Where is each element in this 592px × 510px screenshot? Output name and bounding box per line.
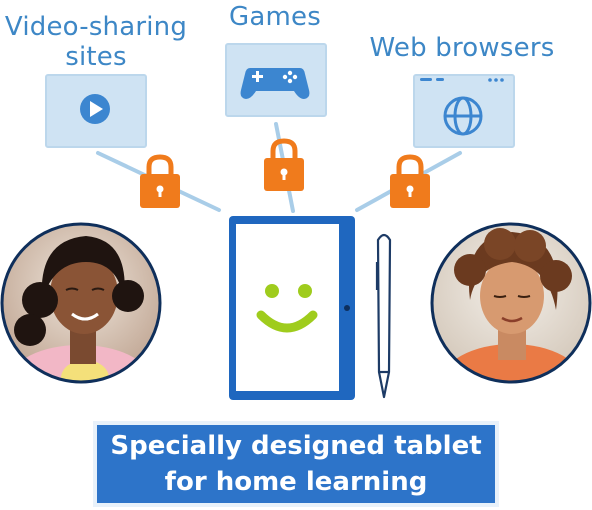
label-web-browsers: Web browsers — [369, 33, 555, 63]
play-icon — [80, 94, 110, 124]
child-photo-left — [2, 224, 160, 382]
tablet-icon — [229, 216, 355, 400]
caption-line-2: for home learning — [164, 467, 428, 497]
label-video-line2: sites — [65, 42, 127, 72]
smiley-icon — [256, 284, 318, 333]
lock-icon-games — [264, 138, 304, 191]
label-video-sharing: Video-sharing sites — [0, 12, 192, 72]
lock-icon-video — [140, 154, 180, 208]
label-games: Games — [229, 2, 321, 32]
label-video-line1: Video-sharing — [4, 12, 188, 42]
lock-icon-browser — [390, 154, 430, 208]
browser-window-icon — [420, 78, 504, 82]
child-photo-left-border — [0, 222, 162, 384]
caption-line-1: Specially designed tablet — [110, 431, 482, 461]
stylus-icon — [375, 233, 392, 399]
gamepad-icon — [240, 68, 310, 99]
caption-banner: Specially designed tablet for home learn… — [93, 421, 499, 507]
caption-banner-inner: Specially designed tablet for home learn… — [97, 425, 495, 503]
browser-tile — [413, 74, 515, 148]
child-photo-right — [432, 224, 590, 382]
child-photo-right-border — [430, 222, 592, 384]
globe-icon — [443, 96, 483, 136]
